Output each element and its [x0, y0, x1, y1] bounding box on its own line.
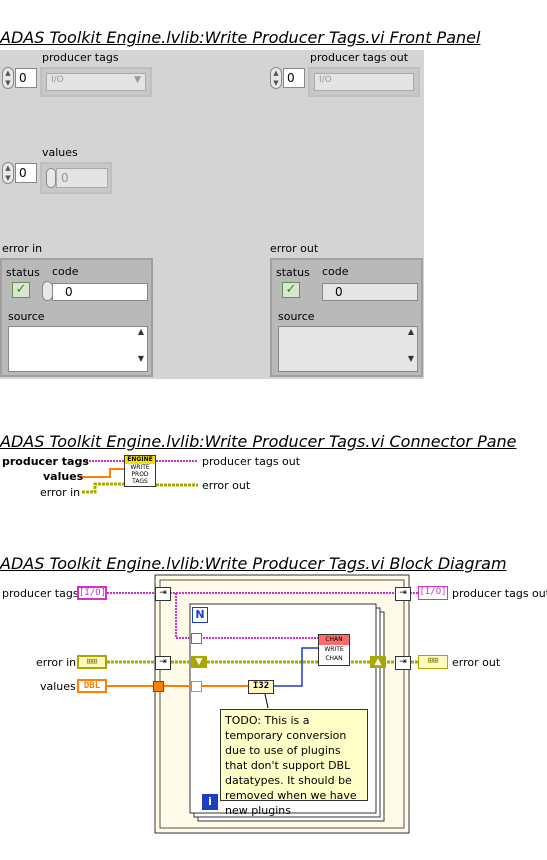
- values-element[interactable]: 0: [56, 168, 108, 188]
- error-out-source-field: ▲▼: [278, 326, 418, 372]
- producer-tags-out-element: I/O: [314, 73, 414, 91]
- bd-values-label: values: [40, 680, 76, 693]
- error-in-code-label: code: [52, 265, 79, 278]
- cp-error-out-label: error out: [202, 479, 251, 492]
- cp-producer-tags-label: producer tags: [2, 455, 89, 468]
- values-array: 0: [40, 162, 112, 194]
- values-index[interactable]: 0: [15, 163, 37, 183]
- error-out-source-scrollbar[interactable]: ▲▼: [407, 327, 415, 363]
- error-in-status-label: status: [6, 266, 40, 279]
- error-in-source-field[interactable]: ▲▼: [8, 326, 148, 372]
- loop-tunnel-values: [191, 681, 202, 692]
- cp-error-in-label: error in: [40, 486, 81, 499]
- front-panel-heading: ADAS Toolkit Engine.lvlib:Write Producer…: [0, 28, 481, 47]
- error-out-cluster: status code ✓ 0 source ▲▼: [270, 258, 423, 377]
- loop-count-terminal[interactable]: N: [192, 607, 208, 623]
- values-element-spinner[interactable]: [46, 168, 56, 188]
- seq-tunnel-values: [153, 681, 164, 692]
- error-in-label: error in: [2, 242, 43, 255]
- error-out-status-label: status: [276, 266, 310, 279]
- seq-tunnel-error-in: ⇥: [155, 656, 171, 670]
- error-in-code-field[interactable]: 0: [52, 283, 148, 301]
- error-in-source-label: source: [8, 310, 45, 323]
- values-index-spinner[interactable]: ▲▼: [2, 162, 14, 184]
- error-in-cluster: status code ✓ 0 source ▲▼: [0, 258, 153, 377]
- to-i32-node[interactable]: I32: [248, 680, 274, 694]
- producer-tags-label: producer tags: [42, 51, 119, 64]
- error-in-status-checkbox[interactable]: ✓: [12, 282, 30, 298]
- bd-error-in-terminal[interactable]: ⊞⊞: [77, 655, 107, 669]
- shift-register-right: ▲: [370, 656, 386, 668]
- producer-tags-out-index[interactable]: 0: [283, 68, 305, 88]
- producer-tags-out-label: producer tags out: [310, 51, 409, 64]
- write-prod-tags-icon: ENGINE WRITE PROD TAGS: [124, 455, 156, 487]
- producer-tags-out-array: I/O: [308, 67, 420, 97]
- shift-register-left: ▼: [191, 656, 207, 668]
- bd-producer-tags-terminal[interactable]: [I/O]: [77, 586, 107, 600]
- error-out-source-label: source: [278, 310, 315, 323]
- bd-error-out-terminal[interactable]: ⊞⊞: [418, 655, 448, 669]
- error-out-code-label: code: [322, 265, 349, 278]
- error-in-source-scrollbar[interactable]: ▲▼: [137, 327, 145, 363]
- loop-index-terminal: i: [202, 794, 218, 810]
- cp-values-label: values: [43, 470, 84, 483]
- seq-tunnel-producer-tags-out: ⇥: [395, 587, 411, 601]
- block-diagram-heading: ADAS Toolkit Engine.lvlib:Write Producer…: [0, 554, 507, 573]
- producer-tags-index-spinner[interactable]: ▲▼: [2, 67, 14, 89]
- todo-comment: TODO: This is a temporary conversion due…: [220, 709, 368, 817]
- bd-values-terminal[interactable]: DBL: [77, 679, 107, 693]
- error-out-code-field: 0: [322, 283, 418, 301]
- chan-banner: CHAN: [319, 635, 349, 645]
- producer-tags-index[interactable]: 0: [15, 68, 37, 88]
- io-icon: I/O: [319, 75, 332, 85]
- error-out-label: error out: [270, 242, 319, 255]
- error-out-status-indicator: ✓: [282, 282, 300, 298]
- loop-tunnel-producer-tags: [191, 633, 202, 644]
- bd-producer-tags-label: producer tags: [2, 587, 79, 600]
- values-label: values: [42, 146, 78, 159]
- bd-producer-tags-out-label: producer tags out: [452, 587, 547, 600]
- seq-tunnel-error-out: ⇥: [395, 656, 411, 670]
- connector-pane-heading: ADAS Toolkit Engine.lvlib:Write Producer…: [0, 432, 517, 451]
- engine-banner: ENGINE: [125, 456, 155, 464]
- bd-error-out-label: error out: [452, 656, 501, 669]
- bd-producer-tags-out-terminal[interactable]: [I/O]: [418, 586, 448, 600]
- seq-tunnel-producer-tags: ⇥: [155, 587, 171, 601]
- chevron-down-icon[interactable]: ▼: [134, 75, 141, 85]
- producer-tags-array: I/O ▼: [40, 67, 152, 97]
- producer-tags-out-index-spinner[interactable]: ▲▼: [270, 67, 282, 89]
- producer-tags-element[interactable]: I/O ▼: [46, 73, 146, 91]
- chan-write-chan-subvi[interactable]: CHAN WRITE CHAN: [318, 634, 350, 666]
- cp-producer-tags-out-label: producer tags out: [202, 455, 301, 468]
- io-icon: I/O: [51, 75, 64, 85]
- bd-error-in-label: error in: [36, 656, 77, 669]
